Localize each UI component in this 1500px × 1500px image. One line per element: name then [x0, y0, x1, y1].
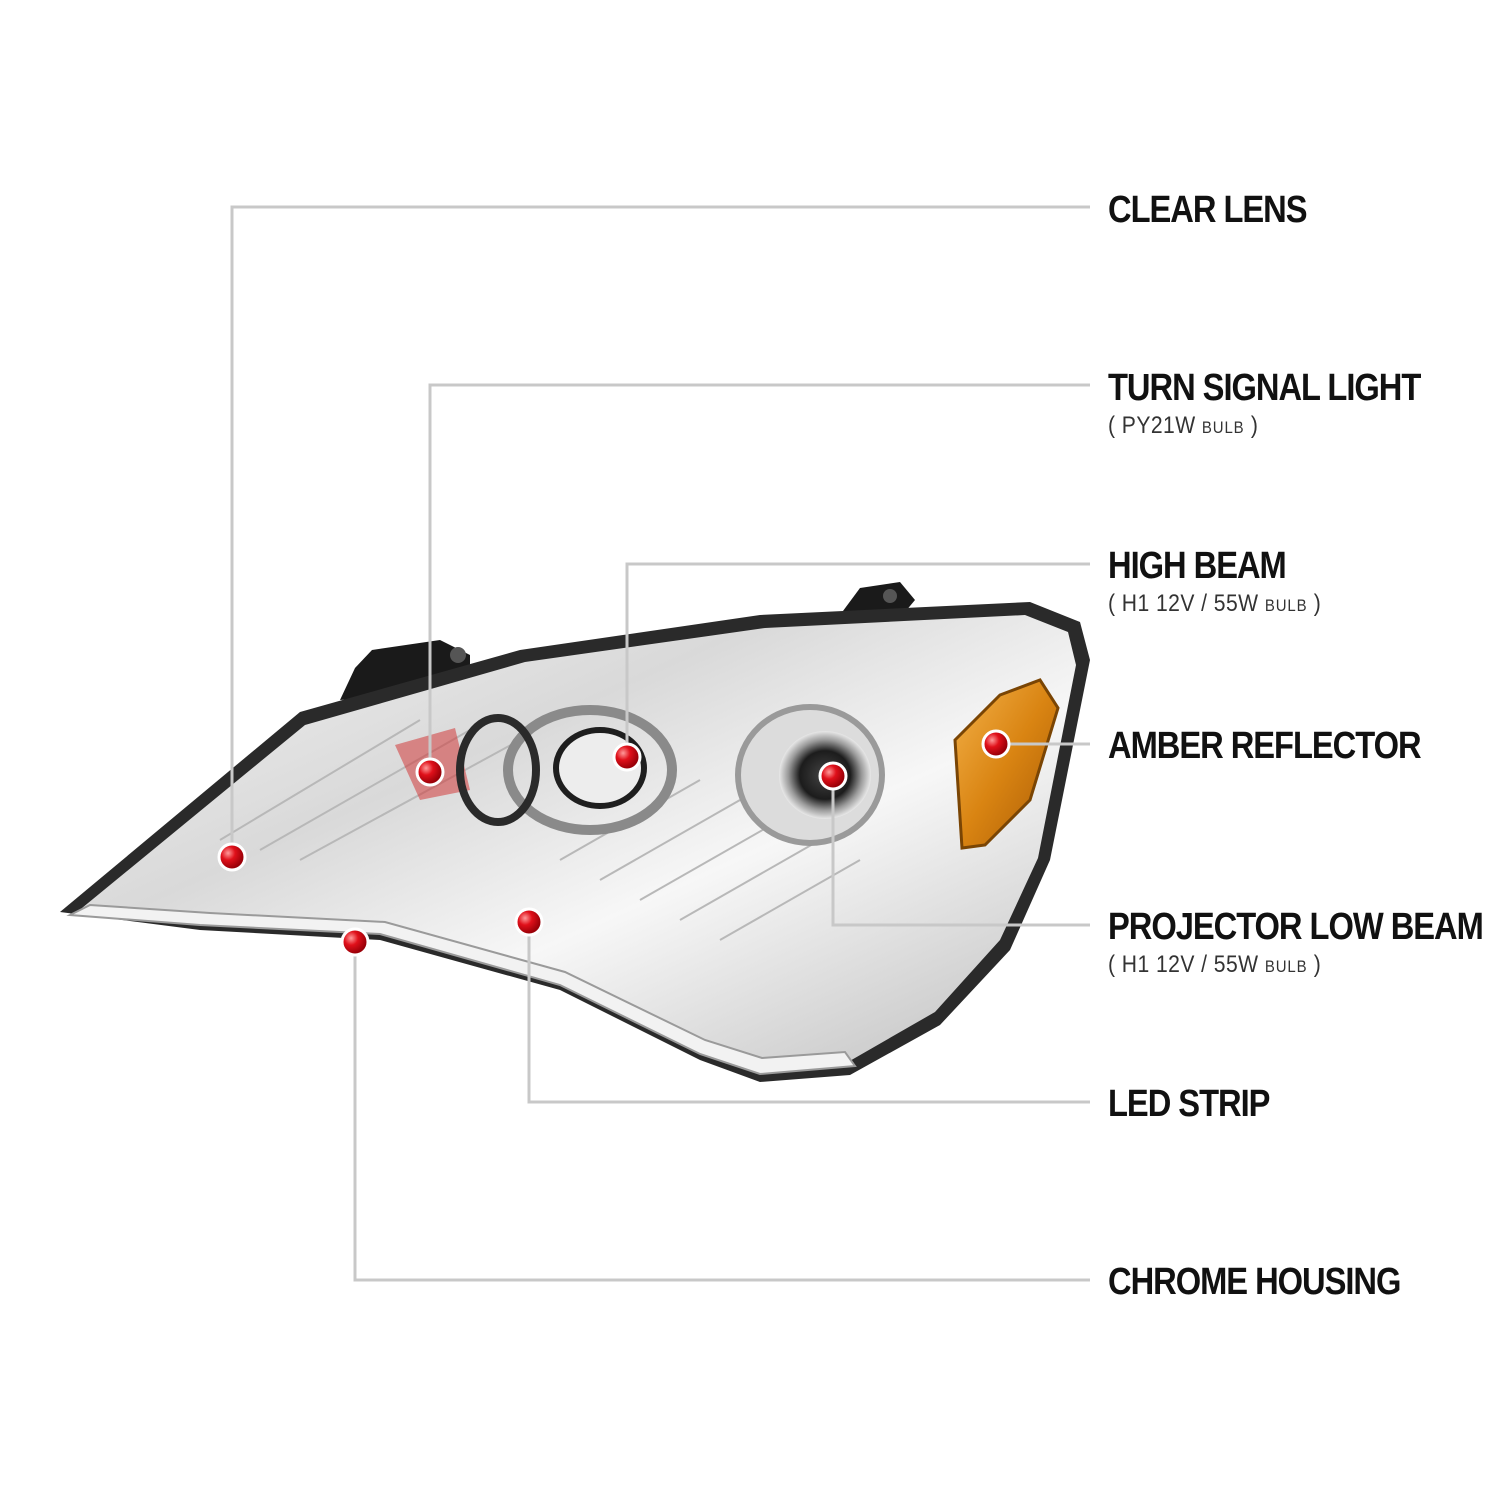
label-clear-lens: CLEAR LENS	[1108, 190, 1339, 230]
marker-turn-signal	[415, 757, 445, 787]
label-chrome-housing: CHROME HOUSING	[1108, 1262, 1448, 1302]
label-title: AMBER REFLECTOR	[1108, 725, 1422, 767]
marker-clear-lens	[217, 842, 247, 872]
label-amber-reflector: AMBER REFLECTOR	[1108, 726, 1471, 766]
leader-line-high-beam	[625, 562, 1090, 757]
bulb-spec: PY21W	[1121, 412, 1196, 439]
high-beam-ring-left	[456, 714, 540, 826]
markers	[217, 729, 1011, 957]
bulb-word: BULB	[1264, 957, 1308, 976]
label-subtitle: ( H1 12V / 55W BULB )	[1108, 590, 1321, 620]
paren-close: )	[1307, 951, 1322, 978]
label-title: TURN SIGNAL LIGHT	[1108, 367, 1421, 409]
paren-open: (	[1108, 951, 1122, 978]
paren-close: )	[1244, 412, 1259, 439]
label-projector-low-beam: PROJECTOR LOW BEAM ( H1 12V / 55W BULB )	[1108, 907, 1500, 981]
mount-hole	[450, 647, 466, 663]
marker-projector-low-beam	[818, 761, 848, 791]
mount-bracket	[840, 582, 915, 615]
leader-line-turn-signal	[428, 383, 1090, 772]
leader-line-led-strip	[527, 922, 1090, 1104]
high-beam-ring	[503, 705, 677, 835]
paren-open: (	[1108, 590, 1122, 617]
label-title: HIGH BEAM	[1108, 545, 1287, 587]
leader-line-projector-low-beam	[831, 776, 1090, 927]
bulb-spec: H1 12V / 55W	[1121, 951, 1259, 978]
bulb-word: BULB	[1264, 596, 1308, 615]
label-led-strip: LED STRIP	[1108, 1084, 1296, 1124]
leader-line-clear-lens	[230, 205, 1090, 857]
marker-led-strip	[514, 907, 544, 937]
label-title: CLEAR LENS	[1108, 189, 1308, 231]
marker-chrome-housing	[340, 927, 370, 957]
label-subtitle: ( H1 12V / 55W BULB )	[1108, 951, 1492, 981]
paren-open: (	[1108, 412, 1122, 439]
bulb-spec: H1 12V / 55W	[1121, 590, 1259, 617]
label-title: PROJECTOR LOW BEAM	[1108, 906, 1484, 948]
headlight-unit	[60, 582, 1090, 1082]
leader-lines	[230, 205, 1090, 1282]
amber-reflector-shape	[953, 678, 1060, 850]
mount-hole	[883, 589, 897, 603]
marker-high-beam	[612, 742, 642, 772]
led-strip-shape	[66, 903, 857, 1076]
bulb-word: BULB	[1201, 418, 1245, 437]
label-subtitle: ( PY21W BULB )	[1108, 412, 1428, 442]
label-turn-signal-light: TURN SIGNAL LIGHT ( PY21W BULB )	[1108, 368, 1471, 442]
label-title: CHROME HOUSING	[1108, 1261, 1401, 1303]
leader-line-chrome-housing	[353, 942, 1090, 1282]
paren-close: )	[1307, 590, 1322, 617]
marker-amber-reflector	[981, 729, 1011, 759]
label-high-beam: HIGH BEAM ( H1 12V / 55W BULB )	[1108, 546, 1350, 620]
label-title: LED STRIP	[1108, 1083, 1270, 1125]
